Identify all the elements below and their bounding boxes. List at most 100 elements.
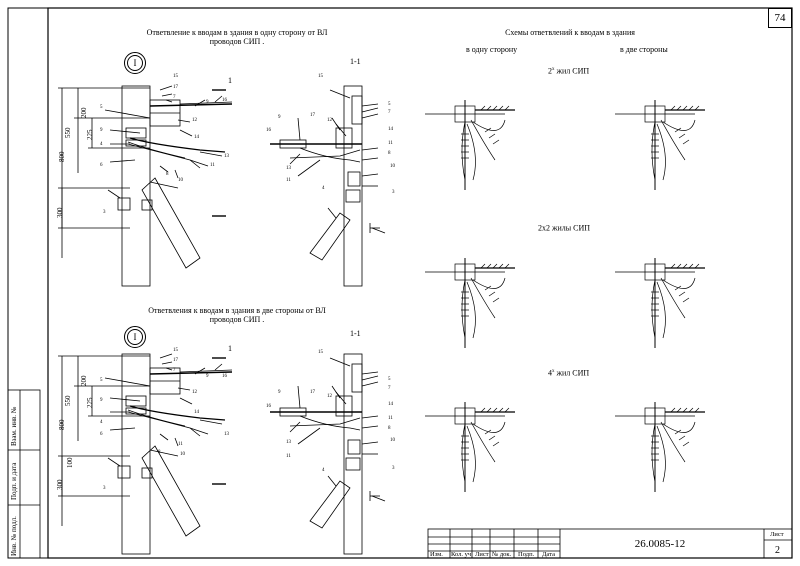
- outer-frame: [7, 7, 793, 559]
- callout-bottom-side: 11: [388, 416, 393, 421]
- callout-bottom-front: 14: [194, 410, 199, 415]
- title-two-sides: Ответвления к вводам в здания в две стор…: [148, 306, 326, 325]
- callout-bottom-front: 12: [192, 390, 197, 395]
- callout-top-front: 3: [103, 210, 106, 215]
- title-one-side: Ответвление к вводам в здания в одну сто…: [146, 28, 328, 47]
- callout-bottom-side: 15: [318, 350, 323, 355]
- callout-bottom-side: 8: [388, 426, 391, 431]
- document-number: 26.0085-12: [634, 538, 686, 550]
- row-label-2-wire: 2x жил СИП: [548, 66, 590, 76]
- callout-top-front: 9: [100, 128, 103, 133]
- callout-top-front: 11: [210, 163, 215, 168]
- row-label-4-wire: 4x жил СИП: [548, 368, 590, 378]
- callout-bottom-front: 3: [103, 486, 106, 491]
- side-view-top: [269, 85, 386, 287]
- dim-top: 300: [56, 207, 64, 219]
- callout-bottom-side: 16: [266, 404, 271, 409]
- inner-frame: [47, 7, 793, 559]
- callout-top-side: 3: [392, 190, 395, 195]
- stamp-inv-orig: Инв. № подл.: [10, 516, 18, 556]
- dim-bottom: 800: [58, 419, 66, 431]
- callout-bottom-front: 4: [100, 420, 103, 425]
- callout-bottom-front: 5: [100, 378, 103, 383]
- callout-bottom-side: 7: [388, 386, 391, 391]
- view-marker-bottom: I: [124, 326, 146, 348]
- callout-top-front: 17: [173, 85, 178, 90]
- sheet-number: 74: [768, 8, 792, 28]
- callout-top-side: 12: [327, 118, 332, 123]
- callout-bottom-side: 4: [322, 468, 325, 473]
- callout-top-side: 7: [388, 110, 391, 115]
- callout-bottom-side: 9: [278, 390, 281, 395]
- callout-top-front: 10: [178, 178, 183, 183]
- callout-bottom-front: 15: [173, 348, 178, 353]
- tb-col-date: Дата: [542, 551, 555, 558]
- callout-bottom-front: 9: [206, 374, 209, 379]
- callout-top-front: 13: [224, 154, 229, 159]
- tb-col-doc: № док.: [492, 551, 512, 558]
- callout-bottom-side: 5: [388, 377, 391, 382]
- tb-sheet-value: 2: [775, 545, 780, 556]
- section-label-bottom: 1-1: [350, 329, 361, 338]
- scheme-4-one: [424, 401, 516, 493]
- callout-top-front: 12: [192, 118, 197, 123]
- callout-top-side: 11: [286, 178, 291, 183]
- dim-top: 550: [64, 127, 72, 139]
- dim-bottom: 200: [80, 375, 88, 387]
- scheme-2-one: [424, 99, 516, 191]
- tb-col-sign: Подп.: [518, 551, 535, 558]
- callout-top-side: 5: [388, 102, 391, 107]
- dim-bottom: 300: [56, 479, 64, 491]
- scheme-2x2-one: [424, 257, 516, 349]
- callout-top-front: 4: [100, 142, 103, 147]
- callout-top-side: 10: [390, 164, 395, 169]
- dim-top: 800: [58, 151, 66, 163]
- tb-col-list: Лист: [475, 551, 489, 558]
- callout-top-front: 8: [166, 172, 169, 177]
- row-label-2x2-wire: 2x2 жилы СИП: [538, 223, 591, 233]
- stamp-replace-inv: Взам. инв. №: [10, 406, 18, 446]
- callout-bottom-front: 6: [100, 432, 103, 437]
- col-two-sides: в две стороны: [620, 45, 668, 54]
- dim-top: 225: [86, 129, 94, 141]
- scheme-2x2-two: [614, 257, 706, 349]
- dim-bottom: 225: [86, 397, 94, 409]
- callout-top-side: 17: [310, 113, 315, 118]
- callout-top-front: 9: [206, 100, 209, 105]
- callout-bottom-front: 13: [224, 432, 229, 437]
- callout-top-side: 16: [266, 128, 271, 133]
- callout-top-side: 4: [322, 186, 325, 191]
- callout-bottom-front: 7: [173, 368, 176, 373]
- callout-bottom-front: 11: [178, 442, 183, 447]
- callout-bottom-front: 10: [180, 452, 185, 457]
- callout-bottom-front: 9: [100, 398, 103, 403]
- callout-top-side: 8: [388, 151, 391, 156]
- callout-bottom-side: 3: [392, 466, 395, 471]
- section-label-top: 1-1: [350, 57, 361, 66]
- dim-top: 200: [80, 107, 88, 119]
- title-block-lines: [427, 528, 793, 559]
- callout-bottom-front: 16: [222, 374, 227, 379]
- callout-top-front: 16: [222, 98, 227, 103]
- callout-top-front: 15: [173, 74, 178, 79]
- callout-top-side: 15: [318, 74, 323, 79]
- tb-sheet-label: Лист: [770, 531, 784, 538]
- callout-top-front: 5: [100, 105, 103, 110]
- col-one-side: в одну сторону: [466, 45, 518, 54]
- callout-top-side: 11: [388, 141, 393, 146]
- callout-bottom-side: 17: [310, 390, 315, 395]
- section-mark-bottom: 1: [228, 344, 232, 353]
- dim-bottom: 550: [64, 395, 72, 407]
- scheme-2-two: [614, 99, 706, 191]
- callout-bottom-side: 12: [327, 394, 332, 399]
- callout-top-side: 14: [388, 127, 393, 132]
- dim-bottom: 100: [66, 457, 74, 469]
- scheme-4-two: [614, 401, 706, 493]
- callout-bottom-side: 13: [286, 440, 291, 445]
- tb-col-izm: Изм.: [430, 551, 443, 558]
- callout-bottom-side: 11: [286, 454, 291, 459]
- view-marker-top: I: [124, 52, 146, 74]
- section-mark-top: 1: [228, 76, 232, 85]
- callout-bottom-front: 17: [173, 358, 178, 363]
